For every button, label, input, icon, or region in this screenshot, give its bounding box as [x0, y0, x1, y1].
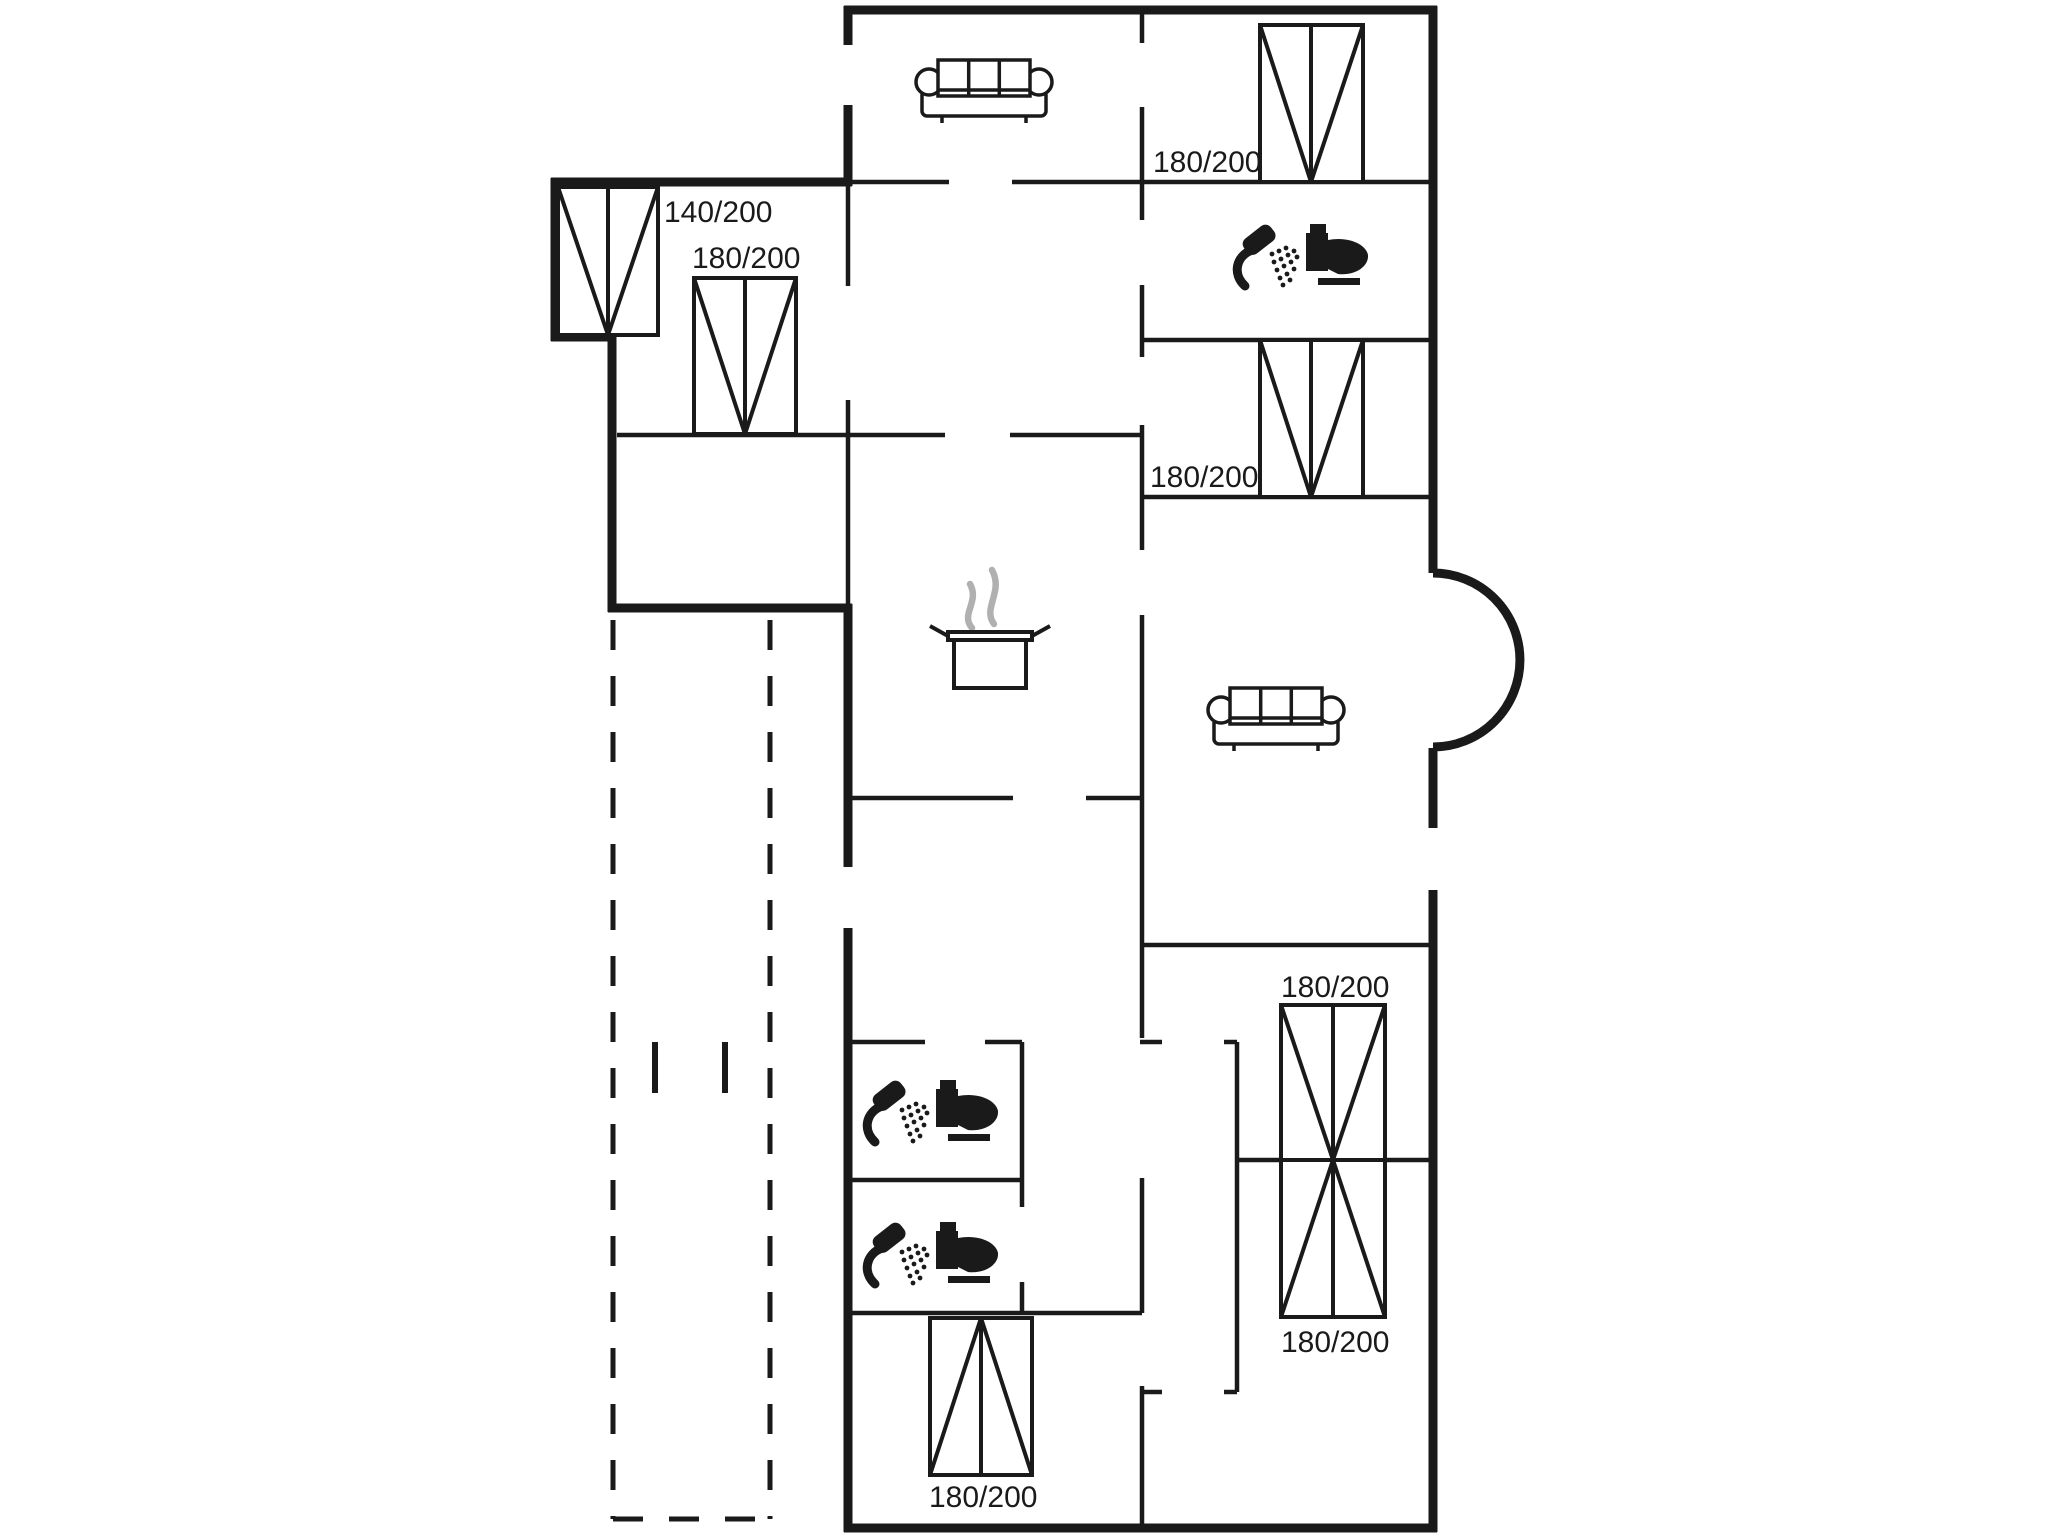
- bed-bottom-middle: [928, 1316, 1034, 1477]
- toilet-icon: [936, 1222, 999, 1283]
- carport-post-marks: [652, 1042, 728, 1093]
- bed-label-bottom-middle: 180/200: [929, 1481, 1037, 1514]
- bed-label-top-right: 180/200: [1153, 146, 1261, 179]
- bed-bottom-right-lower: [1279, 1158, 1387, 1319]
- bed-label-mid-right: 180/200: [1150, 461, 1258, 494]
- bed-bottom-right-upper: [1279, 1003, 1387, 1162]
- bed-annex-large: [692, 276, 798, 436]
- shower-icon: [862, 1222, 930, 1289]
- toilet-icon: [936, 1080, 999, 1141]
- interior-walls: [617, 10, 1435, 1528]
- bed-label-bottom-right-lower: 180/200: [1281, 1326, 1389, 1359]
- sofa-living-icon: [1206, 686, 1346, 751]
- bed-mid-right: [1258, 338, 1365, 499]
- bed-label-annex-large: 180/200: [692, 242, 800, 275]
- sofa-top-icon: [914, 58, 1054, 123]
- bed-annex-small: [556, 185, 660, 337]
- bed-label-annex-small: 140/200: [664, 196, 772, 229]
- shower-icon: [862, 1080, 930, 1147]
- cooking-pot-icon: [929, 566, 1051, 690]
- bed-top-right: [1258, 23, 1365, 184]
- carport-outline: [610, 620, 773, 1522]
- bathroom-top-right-icons: [1232, 224, 1369, 291]
- bathroom-mid-icons: [862, 1080, 999, 1147]
- bed-label-bottom-right-upper: 180/200: [1281, 971, 1389, 1004]
- toilet-icon: [1306, 224, 1369, 285]
- steam-icon: [964, 566, 999, 632]
- shower-icon: [1232, 224, 1300, 291]
- door-swing-arc: [1432, 568, 1525, 752]
- bathroom-bottom-icons: [862, 1222, 999, 1289]
